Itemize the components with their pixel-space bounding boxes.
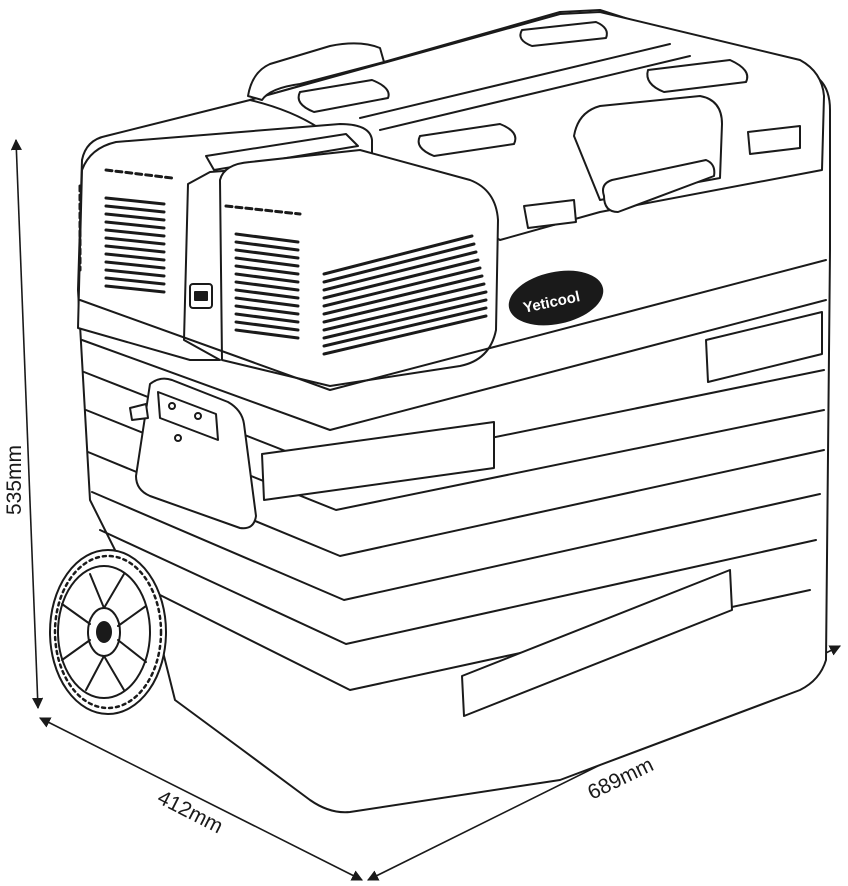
body-band-7 xyxy=(99,529,817,645)
cooler-illustration xyxy=(49,9,831,814)
right-grip xyxy=(705,311,823,383)
lid-recess-1 xyxy=(297,79,390,113)
lid-rail xyxy=(359,43,691,131)
left-vent-grille xyxy=(104,196,166,294)
body-band-2 xyxy=(81,299,827,431)
right-vent-grille xyxy=(322,234,488,356)
lid-recess-3 xyxy=(417,123,517,157)
latch-rivet-3 xyxy=(174,434,182,442)
brand-logo-badge xyxy=(508,270,604,326)
front-vent-module xyxy=(219,149,499,387)
wheel-tread xyxy=(53,554,163,710)
usb-port-slot xyxy=(194,291,208,301)
height-dimension-label: 535mm xyxy=(3,445,26,515)
bottom-panel xyxy=(461,569,733,717)
control-panel-top xyxy=(205,133,359,171)
latch-rivet-1 xyxy=(168,402,176,410)
latch-center xyxy=(523,199,577,229)
latch-right xyxy=(747,125,801,155)
body-band-1 xyxy=(79,259,827,391)
latch-rivet-2 xyxy=(194,412,202,420)
latch-pin xyxy=(129,403,149,421)
lid-recess-4 xyxy=(646,59,749,93)
wheel-spokes xyxy=(61,573,147,691)
height-dimension-line xyxy=(10,138,44,710)
back-carry-handle xyxy=(247,42,385,101)
body-band-6 xyxy=(91,491,821,601)
vent-dashes-mid xyxy=(224,204,302,216)
depth-dimension-line xyxy=(38,717,364,881)
lid-recess-2 xyxy=(519,21,608,47)
wheel-axle xyxy=(96,621,112,643)
vent-dashes-left xyxy=(104,168,174,180)
front-grip xyxy=(261,421,495,501)
lid-handle-grip xyxy=(602,159,716,213)
control-module xyxy=(77,123,373,361)
middle-vent-grille xyxy=(234,232,300,340)
brand-logo: Yeticool xyxy=(508,270,604,326)
